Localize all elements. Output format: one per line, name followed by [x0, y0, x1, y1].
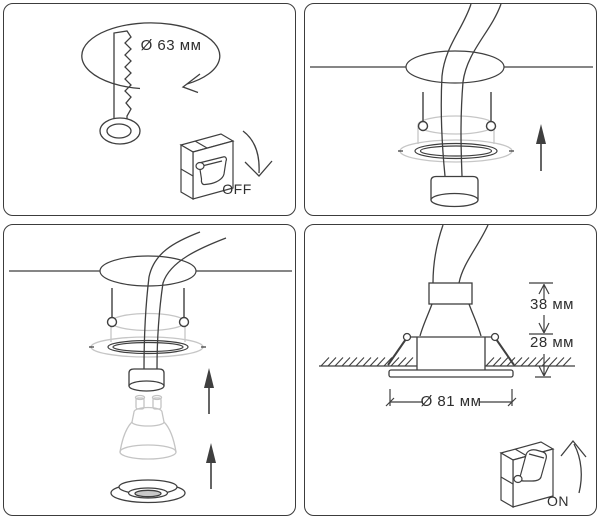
step-panel-cut-hole: Ø 63 мм OFF [3, 3, 296, 216]
curved-arrow-up-icon [560, 439, 587, 494]
gu10-lamp-icon [119, 394, 177, 460]
spring-clip-pins [106, 288, 190, 328]
switch-state-label: OFF [222, 181, 252, 197]
installed-downlight-section [387, 282, 515, 370]
arrow-up-icon-2 [206, 443, 216, 489]
power-cable [440, 4, 502, 177]
ceiling-hatching [319, 357, 575, 367]
spring-clip-pins [417, 92, 497, 132]
dimension-lines-vertical [529, 282, 553, 378]
step-panel-installed: 38 мм 28 мм Ø 81 мм ON [304, 224, 597, 516]
power-cable [432, 225, 489, 284]
trim-ring-edge [398, 142, 514, 160]
step1-drawing [81, 22, 273, 201]
arrow-up-icon [204, 368, 214, 414]
curved-arrow-down-icon [242, 130, 273, 177]
step-panel-pull-wire [304, 3, 597, 216]
ceiling-section [310, 50, 593, 84]
step2-drawing [310, 4, 593, 208]
switch-state-label: ON [547, 493, 569, 509]
mounting-ring [399, 115, 513, 163]
trim-ring [110, 479, 186, 504]
light-switch-off-icon [179, 133, 235, 201]
rotation-arrow-icon [81, 22, 221, 94]
hole-diameter-label: Ø 63 мм [140, 37, 202, 54]
trim-ring-edge [89, 339, 206, 355]
ceiling-hole [405, 50, 505, 84]
terminal-block [128, 368, 165, 392]
step-panel-insert-lamp [3, 224, 296, 516]
height-above-ceiling-label: 38 мм [530, 296, 574, 313]
power-cable [143, 231, 227, 370]
recess-depth-label: 28 мм [530, 334, 574, 351]
step4-drawing [319, 225, 587, 509]
cutout-diameter-label: Ø 81 мм [420, 393, 482, 410]
terminal-block [430, 175, 479, 208]
dimension-line-diameter [385, 389, 517, 407]
trim-ring [388, 369, 514, 378]
step3-drawing [9, 231, 292, 504]
arrow-up-icon [536, 124, 546, 171]
hole-saw-icon [99, 30, 141, 145]
light-switch-on-icon [499, 441, 555, 509]
